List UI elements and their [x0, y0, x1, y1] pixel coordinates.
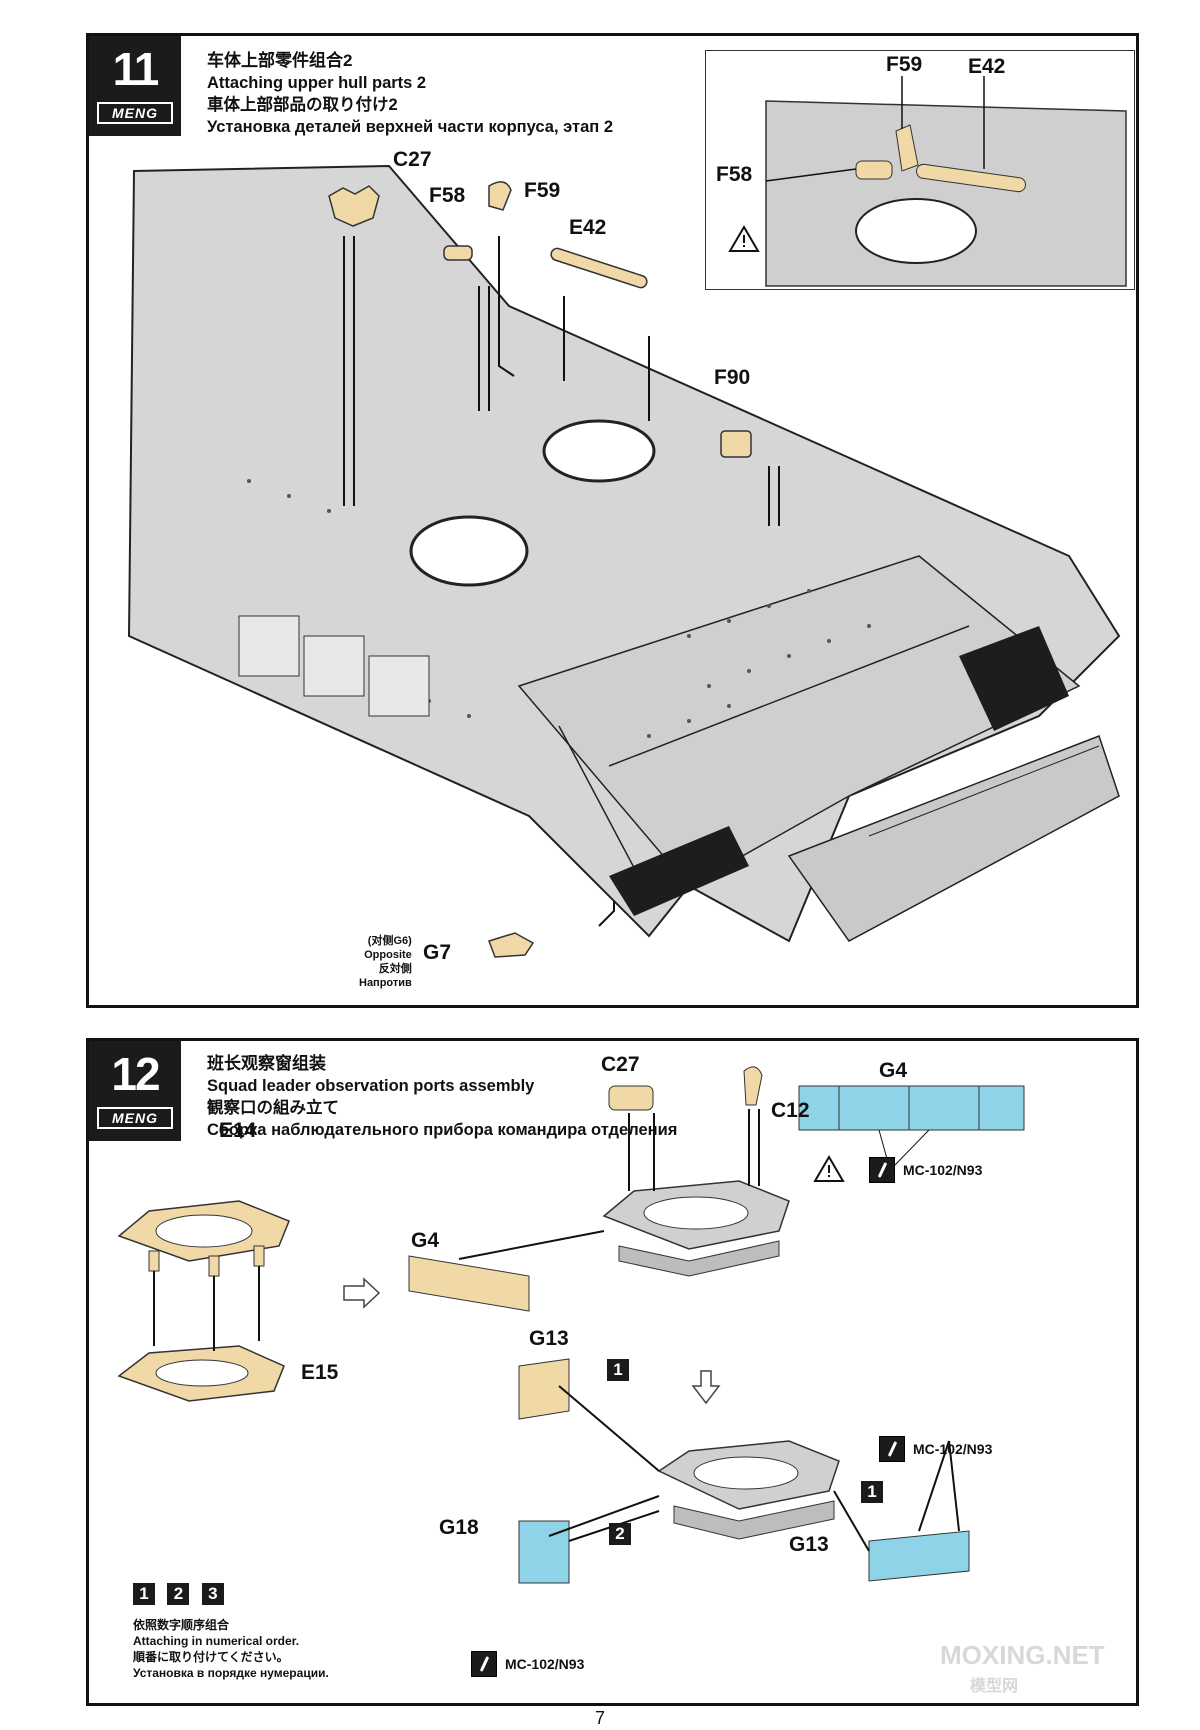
inset-label-f58: F58	[716, 163, 753, 186]
title-english: Attaching upper hull parts 2	[207, 74, 427, 92]
paint-code: MC-102/N93	[903, 1162, 983, 1178]
order-legend-markers: 1 2 3	[133, 1583, 232, 1605]
part-label-g13-top: G13	[529, 1327, 569, 1350]
g7-opposite-note: (对侧G6) Opposite 反対側 Напротив	[359, 934, 412, 990]
legend-number-3: 3	[201, 1583, 224, 1605]
legend-number-2: 2	[167, 1583, 190, 1605]
title-chinese: 车体上部零件组合2	[207, 51, 353, 70]
inset-label-e42: E42	[968, 55, 1006, 78]
step-title-block: 车体上部零件组合2 Attaching upper hull parts 2 車…	[207, 50, 613, 138]
engine-grille-right	[959, 626, 1069, 731]
part-f58-highlight	[443, 245, 473, 261]
step-12-panel: 12 MENG 班长观察窗组装 Squad leader observation…	[86, 1038, 1139, 1706]
observation-ports-drawing	[117, 1066, 1025, 1584]
legend-en: Attaching in numerical order.	[133, 1634, 300, 1648]
watermark: MOXING.NET	[940, 1640, 1105, 1670]
part-c27-highlight	[328, 185, 380, 227]
title-russian: Установка деталей верхней части корпуса,…	[207, 118, 614, 136]
note-en: Opposite	[364, 949, 412, 961]
part-label-f58: F58	[429, 184, 466, 207]
ring-assembly-upper	[602, 1180, 790, 1277]
part-label-e42: E42	[569, 216, 607, 239]
note-ru: Напротив	[359, 977, 412, 989]
engine-grille-left	[609, 826, 749, 916]
title-russian: Сборка наблюдательного прибора командира…	[207, 1121, 678, 1139]
part-label-g13-bottom: G13	[789, 1533, 829, 1556]
part-g4-drawing	[408, 1255, 530, 1312]
step-number-badge: 12 MENG	[89, 1041, 181, 1141]
step-number: 12	[111, 1048, 160, 1100]
part-g18-drawing	[518, 1520, 570, 1584]
step-number: 11	[112, 43, 160, 95]
step-title-block: 班长观察窗组装 Squad leader observation ports a…	[207, 1053, 677, 1141]
inset-label-f59: F59	[886, 53, 923, 76]
part-g7-highlight	[488, 932, 535, 958]
legend-ru: Установка в порядке нумерации.	[133, 1666, 329, 1680]
upper-hull-drawing	[127, 164, 1121, 958]
title-japanese: 車体上部部品の取り付け2	[207, 96, 398, 114]
warning-triangle-icon	[728, 225, 760, 252]
ring-assembly-lower	[657, 1440, 840, 1540]
part-label-e15: E15	[301, 1361, 339, 1384]
title-japanese: 観察口の組み立て	[207, 1099, 339, 1117]
note-ja: 反対側	[378, 963, 412, 975]
inset-label-g4: G4	[879, 1059, 908, 1082]
part-c12-drawing	[743, 1066, 763, 1106]
part-label-f59: F59	[524, 179, 561, 202]
brush-icon	[471, 1651, 497, 1677]
order-legend-text: 依照数字顺序组合 Attaching in numerical order. 順…	[133, 1617, 329, 1681]
title-english: Squad leader observation ports assembly	[207, 1077, 535, 1095]
g4-glass-detail: G4	[783, 1059, 1033, 1199]
part-e14-drawing	[117, 1200, 290, 1277]
step-number-badge: 11 MENG	[89, 36, 181, 136]
part-label-g4: G4	[411, 1229, 440, 1252]
sequence-marker-1-right: 1	[861, 1481, 883, 1503]
part-label-g18: G18	[439, 1516, 479, 1539]
part-label-e14: E14	[219, 1119, 257, 1142]
detail-inset: F59 E42 F58	[705, 50, 1135, 290]
note-zh: (对侧G6)	[367, 935, 412, 947]
step-11-panel: 11 MENG 车体上部零件组合2 Attaching upper hull p…	[86, 33, 1139, 1008]
part-g13-top-drawing	[518, 1358, 570, 1420]
page-number: 7	[594, 1708, 605, 1728]
brush-icon	[879, 1436, 905, 1462]
paint-callout-g4: MC-102/N93	[869, 1157, 982, 1183]
title-chinese: 班长观察窗组装	[207, 1054, 326, 1073]
part-label-c12: C12	[771, 1099, 810, 1122]
watermark-zh: 模型网	[970, 1678, 1019, 1695]
g4-glass-inset	[798, 1085, 1025, 1167]
part-f59-highlight	[488, 181, 512, 211]
paint-code: MC-102/N93	[913, 1441, 993, 1457]
inset-drawing	[728, 76, 1127, 287]
paint-callout-g18: MC-102/N93	[471, 1651, 584, 1677]
sequence-marker-1-top: 1	[607, 1359, 629, 1381]
part-label-c27: C27	[393, 148, 432, 171]
part-label-c27: C27	[601, 1053, 640, 1076]
warning-triangle-icon	[813, 1155, 845, 1182]
brand-logo: MENG	[97, 102, 173, 124]
flow-arrow-right	[343, 1277, 381, 1309]
part-e15-drawing	[117, 1345, 285, 1402]
brush-icon	[869, 1157, 895, 1183]
part-c27-drawing	[608, 1085, 654, 1111]
sequence-marker-2: 2	[609, 1523, 631, 1545]
paint-code: MC-102/N93	[505, 1656, 585, 1672]
brand-logo: MENG	[97, 1107, 173, 1129]
legend-ja: 順番に取り付けてください。	[133, 1650, 289, 1664]
legend-number-1: 1	[133, 1583, 155, 1605]
paint-callout-g13: MC-102/N93	[879, 1436, 992, 1462]
part-f90-highlight	[720, 430, 752, 458]
part-label-g7: G7	[423, 941, 452, 964]
part-label-f90: F90	[714, 366, 751, 389]
legend-zh: 依照数字顺序组合	[133, 1618, 230, 1632]
part-g13-bottom-drawing	[868, 1530, 970, 1582]
flow-arrow-down	[691, 1370, 721, 1405]
part-e42-highlight	[550, 247, 648, 289]
